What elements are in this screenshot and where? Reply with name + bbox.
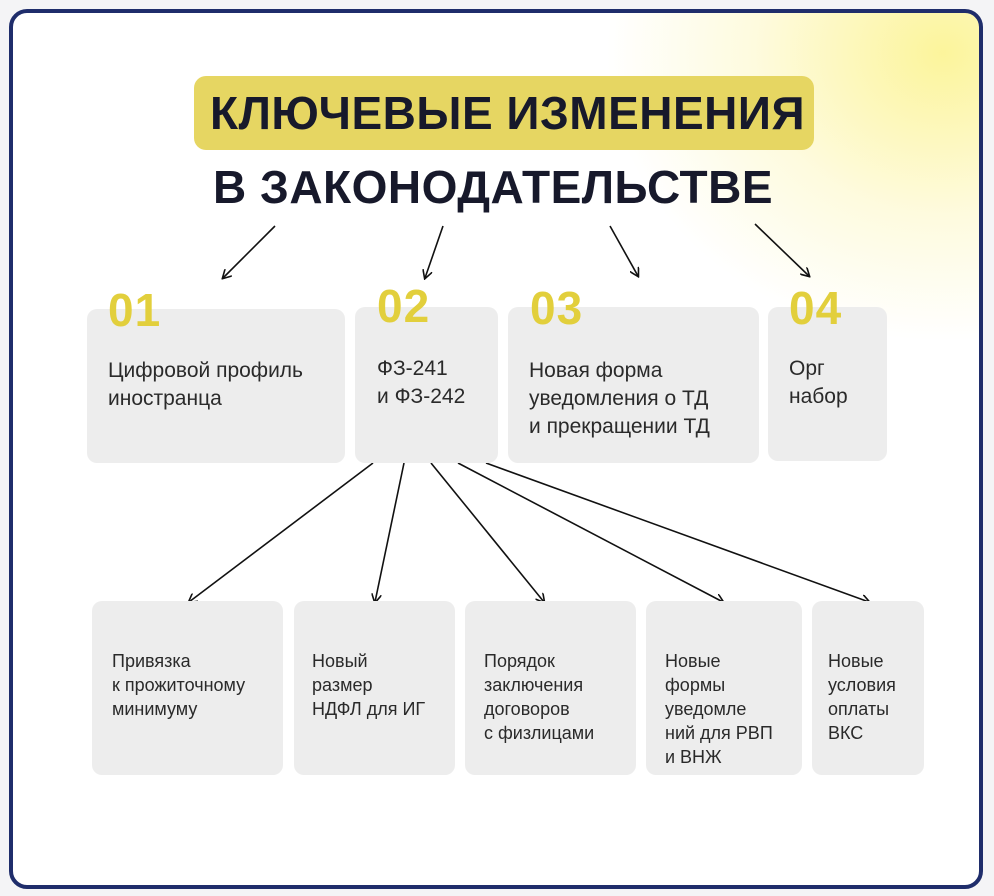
card-02-text: ФЗ-241 и ФЗ-242	[377, 357, 466, 408]
number-02: 02	[377, 280, 431, 332]
sub-card-3	[465, 601, 636, 775]
arrow-title-to-03	[609, 225, 638, 276]
sub-card-4	[646, 601, 802, 775]
sub-card-1	[92, 601, 283, 775]
arrow-02-to-sub-3	[430, 462, 544, 602]
sub-card-5	[812, 601, 924, 775]
card-03-text: Новая форма уведомления о ТД и прекращен…	[529, 359, 710, 438]
arrow-title-to-04	[754, 223, 809, 276]
card-01-text: Цифровой профиль иностранца	[108, 359, 303, 410]
title-line-1: КЛЮЧЕВЫЕ ИЗМЕНЕНИЯ	[210, 87, 806, 139]
card-03	[508, 307, 759, 463]
number-03: 03	[530, 282, 584, 334]
arrow-title-to-02	[425, 225, 444, 278]
sub-card-5-text: Новые условия оплаты ВКС	[828, 651, 896, 743]
arrows-layer	[13, 223, 983, 889]
title-line-2: В ЗАКОНОДАТЕЛЬСТВЕ	[213, 161, 774, 213]
arrow-title-to-01	[223, 225, 276, 278]
infographic-frame: КЛЮЧЕВЫЕ ИЗМЕНЕНИЯ В ЗАКОНОДАТЕЛЬСТВЕ 01…	[9, 9, 983, 889]
arrow-02-to-sub-1	[189, 462, 374, 602]
title-highlight	[194, 76, 814, 150]
number-01: 01	[108, 284, 162, 336]
sub-card-2	[294, 601, 455, 775]
sub-card-3-text: Порядок заключения договоров с физлицами	[484, 651, 595, 743]
sub-card-1-text: Привязка к прожиточному минимуму	[112, 651, 246, 719]
sub-card-4-text: Новые формы уведомле ний для РВП и ВНЖ	[665, 651, 773, 767]
arrow-02-to-sub-2	[375, 462, 405, 602]
number-04: 04	[789, 282, 843, 334]
arrow-02-to-sub-5	[485, 462, 869, 602]
card-01	[87, 309, 345, 463]
card-02	[355, 307, 498, 463]
sub-card-2-text: Новый размер НДФЛ для ИГ	[312, 651, 426, 719]
arrow-02-to-sub-4	[457, 462, 723, 602]
card-04-text: Орг набор	[789, 357, 848, 408]
card-04	[768, 307, 887, 461]
